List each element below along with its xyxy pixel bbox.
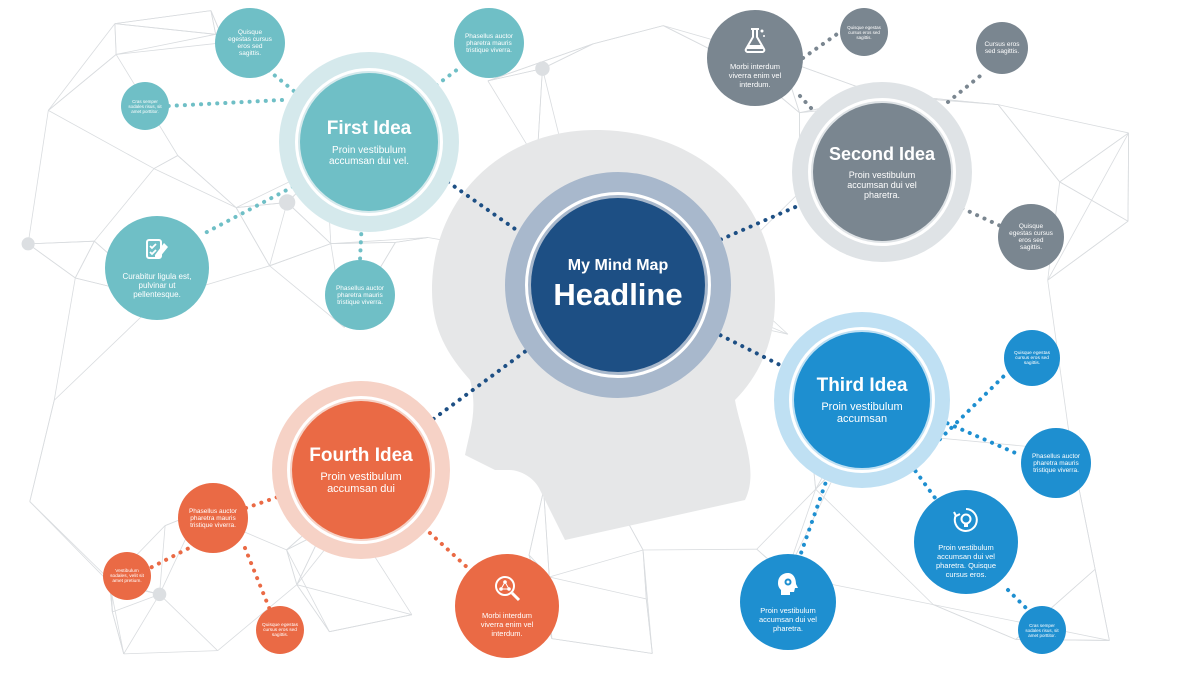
dotted-connector — [801, 30, 842, 60]
second-satellite-small[interactable]: Quisque egestas cursus eros sed sagittis… — [840, 8, 888, 56]
head-gear-icon — [776, 571, 800, 602]
first-satellite-small-text: Cras semper sodales risus, sit amet port… — [128, 98, 162, 114]
third-satellite-small-text: Quisque egestas cursus eros sed sagittis… — [1013, 350, 1050, 366]
third-satellite-right-text: Phasellus auctor pharetra mauris tristiq… — [1031, 452, 1081, 474]
second-idea-node[interactable]: Second Idea Proin vestibulum accumsan du… — [808, 98, 956, 246]
dotted-connector — [798, 474, 830, 558]
first-satellite-top-text: Quisque egestas cursus eros sed sagittis… — [228, 29, 272, 57]
third-satellite-tiny-text: Cras semper sodales risus, sit amet port… — [1025, 622, 1059, 638]
first-idea-inner-ring — [295, 68, 443, 216]
dotted-connector — [430, 340, 540, 422]
first-satellite-topright[interactable]: Phasellus auctor pharetra mauris tristiq… — [454, 8, 524, 78]
dotted-connector — [243, 546, 272, 612]
fourth-satellite-small-left[interactable]: Vestibulum sodales, velit sit amet preti… — [103, 552, 151, 600]
dotted-connector — [203, 181, 302, 235]
dotted-connector — [798, 94, 824, 122]
dotted-connector — [932, 370, 1010, 447]
dotted-connector — [446, 180, 527, 238]
third-idea-node[interactable]: Third Idea Proin vestibulum accumsan — [789, 327, 935, 473]
second-satellite-icon-node[interactable]: Morbi interdum viverra enim vel interdum… — [707, 10, 803, 106]
fourth-idea-inner-ring — [287, 396, 435, 544]
center-inner-ring — [525, 192, 711, 378]
third-satellite-icon-left-node[interactable]: Proin vestibulum accumsan dui vel pharet… — [740, 554, 836, 650]
first-satellite-icon-node[interactable]: Curabitur ligula est, pulvinar ut pellen… — [105, 216, 209, 320]
third-satellite-icon-left-text: Proin vestibulum accumsan dui vel pharet… — [759, 606, 817, 633]
third-satellite-small[interactable]: Quisque egestas cursus eros sed sagittis… — [1004, 330, 1060, 386]
third-satellite-icon-right-node[interactable]: Proin vestibulum accumsan dui vel pharet… — [914, 490, 1018, 594]
third-satellite-icon-right-text: Proin vestibulum accumsan dui vel pharet… — [935, 542, 997, 579]
dotted-connector — [148, 543, 197, 570]
second-satellite-topright-text: Cursus eros sed sagittis. — [984, 41, 1020, 55]
flask-icon — [743, 27, 767, 58]
checklist-pencil-icon — [144, 237, 170, 268]
dotted-connector — [946, 70, 987, 104]
fourth-satellite-left-text: Phasellus auctor pharetra mauris tristiq… — [188, 507, 238, 529]
first-satellite-icon-text: Curabitur ligula est, pulvinar ut pellen… — [122, 272, 192, 299]
first-idea-node[interactable]: First Idea Proin vestibulum accumsan dui… — [295, 68, 443, 216]
first-satellite-small[interactable]: Cras semper sodales risus, sit amet port… — [121, 82, 169, 130]
dotted-connector — [1006, 588, 1032, 614]
dotted-connector — [938, 418, 1022, 457]
third-idea-inner-ring — [789, 327, 935, 473]
magnifier-network-icon — [493, 574, 521, 607]
fourth-satellite-small-bottom[interactable]: Quisque egestas cursus eros sed sagittis… — [256, 606, 304, 654]
second-satellite-right[interactable]: Quisque egestas cursus eros sed sagittis… — [998, 204, 1064, 270]
center-headline-node[interactable]: My Mind Map Headline — [525, 192, 711, 378]
fourth-satellite-small-bottom-text: Quisque egestas cursus eros sed sagittis… — [261, 622, 298, 638]
second-satellite-small-text: Quisque egestas cursus eros sed sagittis… — [847, 24, 881, 40]
second-idea-inner-ring — [808, 98, 956, 246]
fourth-satellite-left[interactable]: Phasellus auctor pharetra mauris tristiq… — [178, 483, 248, 553]
first-satellite-bottom[interactable]: Phasellus auctor pharetra mauris tristiq… — [325, 260, 395, 330]
third-satellite-right[interactable]: Phasellus auctor pharetra mauris tristiq… — [1021, 428, 1091, 498]
fourth-satellite-small-left-text: Vestibulum sodales, velit sit amet preti… — [110, 568, 144, 584]
second-satellite-icon-text: Morbi interdum viverra enim vel interdum… — [728, 62, 782, 89]
fourth-satellite-icon-text: Morbi interdum viverra enim vel interdum… — [480, 611, 534, 638]
third-satellite-tiny[interactable]: Cras semper sodales risus, sit amet port… — [1018, 606, 1066, 654]
dotted-connector — [166, 98, 284, 108]
lightbulb-refresh-icon — [952, 506, 980, 539]
first-satellite-top[interactable]: Quisque egestas cursus eros sed sagittis… — [215, 8, 285, 78]
fourth-satellite-icon-node[interactable]: Morbi interdum viverra enim vel interdum… — [455, 554, 559, 658]
first-satellite-bottom-text: Phasellus auctor pharetra mauris tristiq… — [335, 284, 385, 306]
first-satellite-topright-text: Phasellus auctor pharetra mauris tristiq… — [464, 32, 514, 54]
second-satellite-right-text: Quisque egestas cursus eros sed sagittis… — [1009, 223, 1053, 251]
second-satellite-topright[interactable]: Cursus eros sed sagittis. — [976, 22, 1028, 74]
dotted-connector — [704, 326, 792, 372]
fourth-idea-node[interactable]: Fourth Idea Proin vestibulum accumsan du… — [287, 396, 435, 544]
